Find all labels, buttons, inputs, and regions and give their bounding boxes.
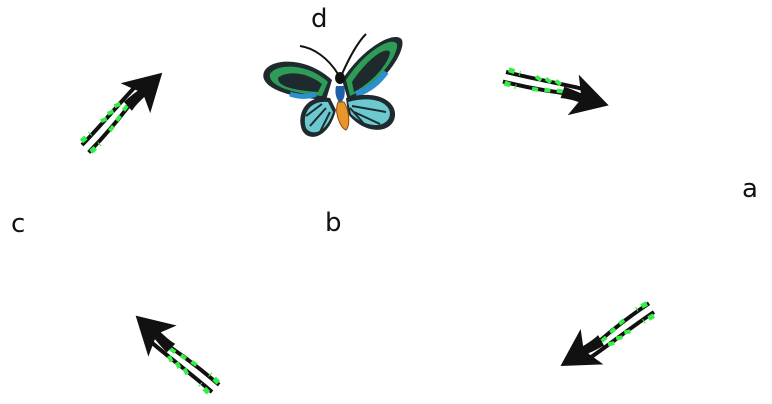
arrow-down-left-icon [549, 293, 664, 383]
arrow-up-left-icon [121, 300, 227, 404]
label-a: a [742, 174, 758, 204]
arrow-right-down-icon [499, 53, 615, 126]
butterfly-icon [263, 33, 403, 137]
label-b: b [325, 208, 342, 238]
arrow-up-right-icon [69, 58, 177, 161]
label-c: c [11, 209, 26, 239]
label-d: d [311, 4, 328, 34]
